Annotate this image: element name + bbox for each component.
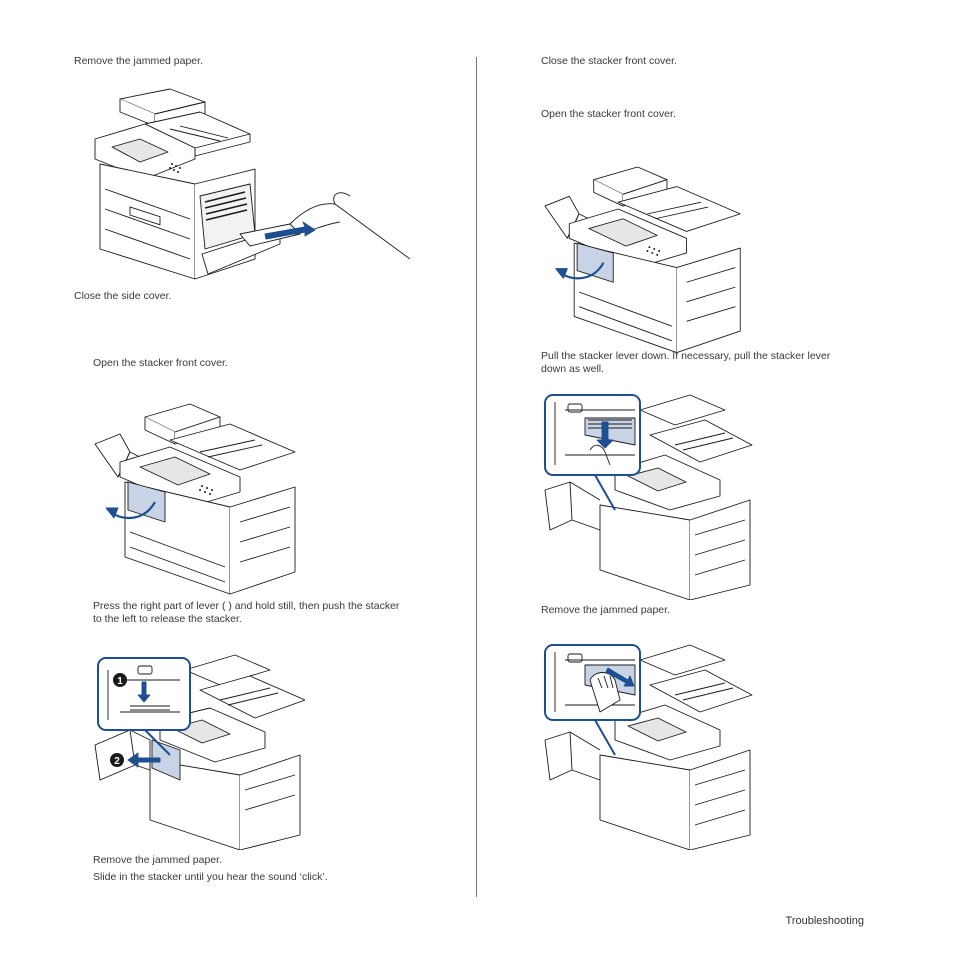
left-step3-text: Open the stacker front cover. <box>93 357 228 369</box>
figure-open-stacker-cover-right <box>540 143 750 358</box>
left-step1-text: Remove the jammed paper. <box>74 55 203 67</box>
right-step3-text-line2: down as well. <box>541 363 605 375</box>
left-step4-text-line1: Press the right part of lever ( ) and ho… <box>93 600 400 612</box>
right-step4-text: Remove the jammed paper. <box>541 604 670 616</box>
callout-1-label: 1 <box>117 676 123 687</box>
callout-2-label: 2 <box>114 756 120 767</box>
left-step2-text: Close the side cover. <box>74 290 172 302</box>
figure-pull-stacker-lever <box>540 390 755 600</box>
column-divider <box>476 57 477 897</box>
footer-section-title: Troubleshooting <box>785 915 864 927</box>
left-step4-text-line2: to the left to release the stacker. <box>93 613 242 625</box>
figure-open-stacker-cover-left <box>90 382 305 597</box>
left-step5-text: Remove the jammed paper. <box>93 854 222 866</box>
figure-remove-jam-side-cover <box>90 84 410 284</box>
left-step6-text: Slide in the stacker until you hear the … <box>93 871 328 883</box>
right-step1-text: Close the stacker front cover. <box>541 55 677 67</box>
right-step2-text: Open the stacker front cover. <box>541 108 676 120</box>
figure-remove-jam-stacker <box>540 640 755 850</box>
figure-release-stacker: 1 2 <box>90 640 305 850</box>
right-step3-text-line1: Pull the stacker lever down. If necessar… <box>541 350 831 362</box>
